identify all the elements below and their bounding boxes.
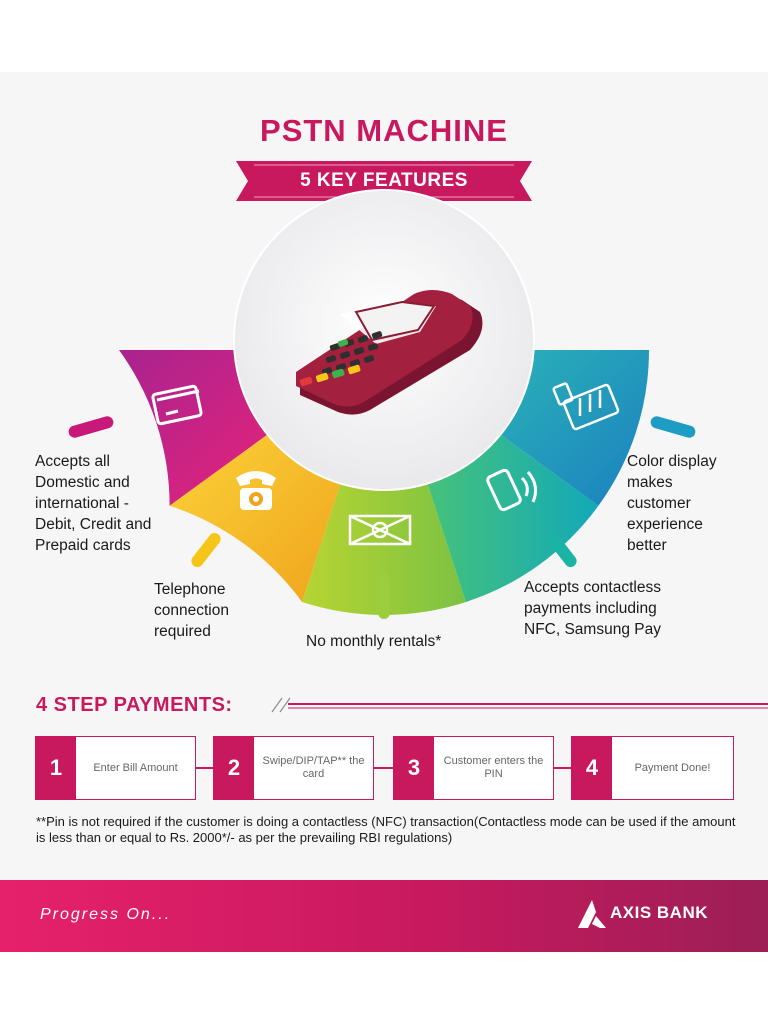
pos-terminal-icon <box>552 382 620 431</box>
axis-logo-icon <box>578 900 606 928</box>
feature-rentals-text: No monthly rentals* <box>306 631 441 652</box>
steps-heading: 4 STEP PAYMENTS: <box>36 694 233 716</box>
feature-cards-text: Accepts all Domestic and international -… <box>35 451 151 556</box>
card-icon <box>151 384 203 426</box>
mobile-nfc-icon <box>486 468 538 512</box>
footer-band <box>0 880 768 952</box>
feature-line: No monthly rentals* <box>306 633 442 650</box>
tick-rentals <box>378 573 390 619</box>
feature-line: international - <box>35 495 129 512</box>
step-number: 3 <box>394 737 434 799</box>
step-number: 1 <box>36 737 76 799</box>
cash-crossed-icon <box>348 514 412 546</box>
feature-line: NFC, Samsung Pay <box>524 621 661 638</box>
step-connector <box>196 767 213 769</box>
feature-display-text: Color display makes customer experience … <box>627 451 717 556</box>
step-label: Payment Done! <box>634 761 711 774</box>
heading-divider <box>271 697 768 713</box>
feature-line: Telephone <box>154 581 226 598</box>
segment-telephone <box>169 426 344 602</box>
step-1: 1 Enter Bill Amount <box>35 736 196 800</box>
step-label: Swipe/DIP/TAP** the card <box>262 755 365 780</box>
pos-machine-illustration <box>296 290 483 415</box>
feature-line: connection <box>154 602 229 619</box>
feature-wheel <box>119 189 649 615</box>
feature-line: payments including <box>524 600 657 617</box>
page-title: PSTN MACHINE <box>260 113 508 148</box>
feature-line: Debit, Credit and <box>35 516 152 533</box>
tagline: Progress On... <box>40 906 172 923</box>
feature-line: required <box>154 623 211 640</box>
feature-line: Accepts contactless <box>524 579 661 596</box>
segment-contactless <box>424 426 599 602</box>
step-label: Enter Bill Amount <box>93 761 178 774</box>
feature-line: Prepaid cards <box>35 537 131 554</box>
feature-line: better <box>627 537 667 554</box>
feature-line: experience <box>627 516 703 533</box>
step-connector <box>554 767 571 769</box>
telephone-icon <box>236 471 276 510</box>
brand-name: AXIS BANK <box>610 903 709 922</box>
step-3: 3 Customer enters the PIN <box>393 736 554 800</box>
step-4: 4 Payment Done! <box>571 736 734 800</box>
ribbon-label: 5 KEY FEATURES <box>300 170 468 191</box>
feature-line: Color display <box>627 453 717 470</box>
feature-line: makes <box>627 474 673 491</box>
feature-contactless-text: Accepts contactless payments including N… <box>524 577 661 640</box>
feature-line: customer <box>627 495 691 512</box>
step-connector <box>374 767 393 769</box>
feature-telephone-text: Telephone connection required <box>154 579 229 642</box>
pin-footnote: **Pin is not required if the customer is… <box>36 814 736 845</box>
step-number: 4 <box>572 737 612 799</box>
step-label: Customer enters the PIN <box>443 755 544 780</box>
step-number: 2 <box>214 737 254 799</box>
segment-cards <box>119 350 279 506</box>
feature-line: Domestic and <box>35 474 130 491</box>
step-2: 2 Swipe/DIP/TAP** the card <box>213 736 374 800</box>
feature-line: Accepts all <box>35 453 110 470</box>
